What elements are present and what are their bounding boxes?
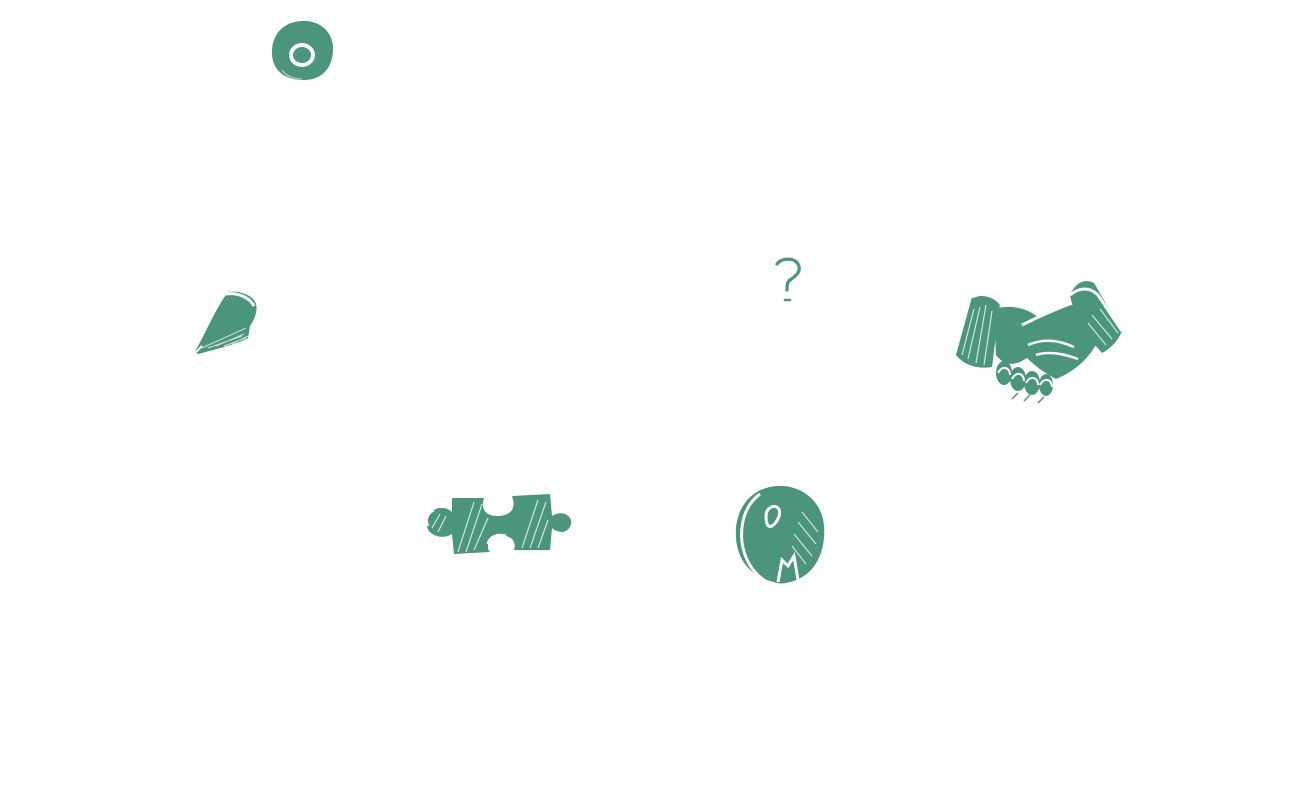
pencil-icon	[192, 288, 262, 358]
question-mark-icon	[772, 256, 806, 306]
ring-icon	[268, 18, 338, 84]
lightbulb-icon	[730, 482, 830, 588]
handshake-icon	[952, 275, 1126, 407]
puzzle-piece-icon	[418, 492, 576, 556]
